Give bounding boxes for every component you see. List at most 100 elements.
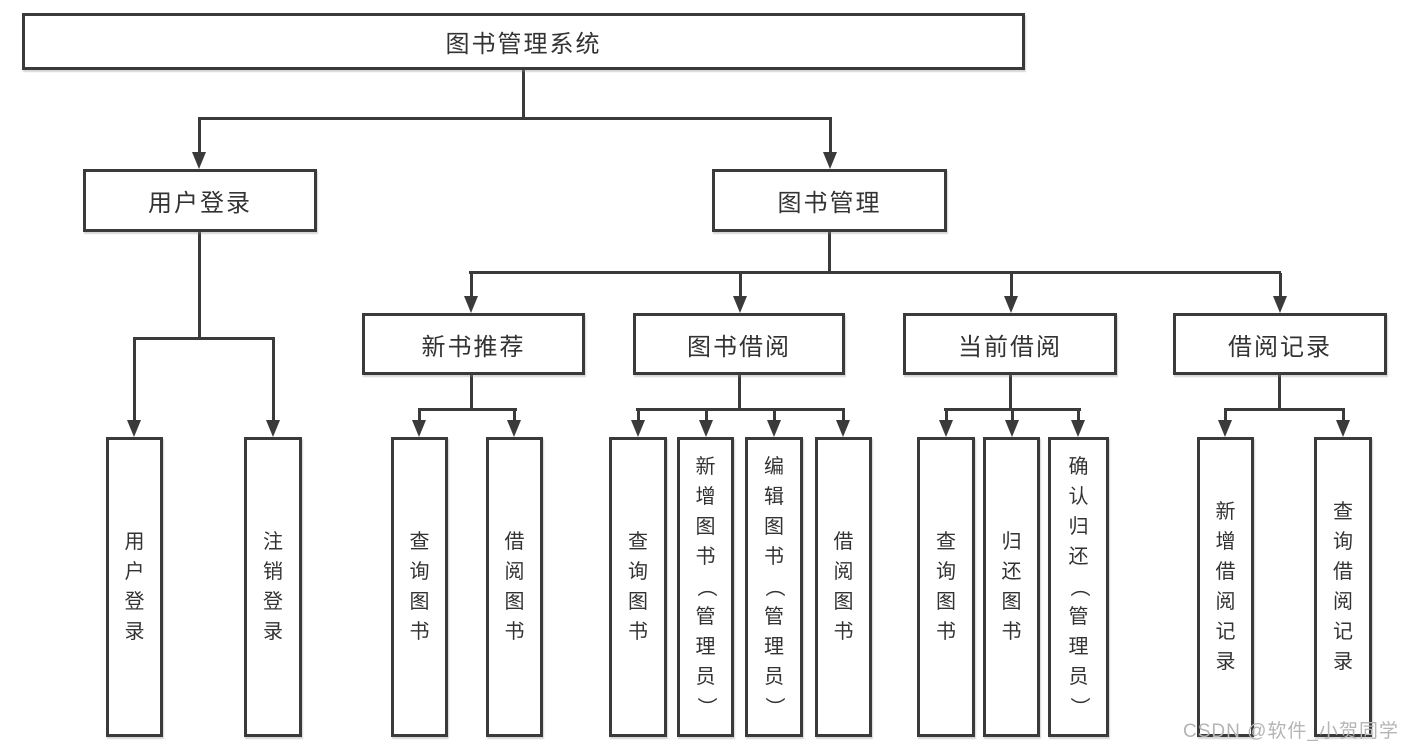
arrow-down-icon: [938, 420, 953, 437]
arrow-down-icon: [630, 420, 645, 437]
arrow-down-icon: [1272, 296, 1287, 313]
leaf-label-char: 管: [695, 606, 716, 628]
node-current-borrow: 当前借阅: [903, 313, 1117, 375]
edge-line: [1009, 273, 1013, 296]
leaf-label-char: 认: [1068, 486, 1089, 508]
leaf-edit-book-admin: 编辑图书（管理员）: [745, 437, 803, 737]
leaf-label-char: 书: [833, 621, 854, 643]
leaf-label-char: 阅: [833, 561, 854, 583]
edge-line: [1009, 375, 1012, 411]
edge-line: [1223, 410, 1227, 420]
leaf-label-char: 书: [764, 546, 784, 568]
node-book-management: 图书管理: [712, 169, 947, 232]
edge-line: [470, 375, 473, 411]
edge-line: [198, 232, 201, 340]
leaf-label: 编辑图书（管理员）: [748, 440, 800, 734]
leaf-label-char: 书: [695, 546, 716, 568]
edge-line: [841, 410, 845, 420]
edge-line: [469, 271, 1281, 274]
leaf-label-char: 增: [695, 486, 716, 508]
edge-line: [944, 408, 1081, 411]
leaf-label-char: 还: [1068, 546, 1089, 568]
leaf-label-char: 询: [628, 561, 648, 583]
edge-line: [132, 340, 136, 420]
leaf-label-char: 增: [1215, 531, 1236, 553]
edge-line: [271, 340, 275, 420]
leaf-borrow-books-borrow: 借阅图书: [815, 437, 872, 737]
leaf-label-char: 阅: [1333, 591, 1353, 613]
watermark: CSDN @软件_小贺同学: [1183, 721, 1399, 742]
arrow-down-icon: [822, 152, 837, 169]
leaf-label-char: 注: [263, 531, 283, 553]
edge-line: [828, 120, 832, 152]
arrow-down-icon: [698, 420, 713, 437]
leaf-label-char: 录: [263, 621, 283, 643]
arrow-down-icon: [1004, 420, 1019, 437]
leaf-label-char: 借: [1333, 561, 1353, 583]
node-book-borrow: 图书借阅: [633, 313, 845, 375]
leaf-label-char: 新: [1215, 501, 1236, 523]
edge-line: [522, 70, 525, 120]
leaf-add-borrow-record: 新增借阅记录: [1197, 437, 1254, 737]
leaf-label-char: ）: [763, 697, 785, 717]
leaf-label-char: ）: [694, 697, 717, 717]
leaf-user-login: 用户登录: [106, 437, 163, 737]
leaf-label-char: 图: [936, 591, 956, 613]
leaf-label-char: 登: [263, 591, 283, 613]
arrow-down-icon: [265, 420, 280, 437]
leaf-label: 查询借阅记录: [1317, 440, 1369, 734]
arrow-down-icon: [1217, 420, 1232, 437]
edge-line: [738, 375, 741, 411]
leaf-label-char: 登: [124, 591, 145, 613]
leaf-label-char: 确: [1068, 456, 1089, 478]
leaf-label: 新增图书（管理员）: [680, 440, 731, 734]
edge-line: [828, 232, 831, 274]
leaf-label: 新增借阅记录: [1200, 440, 1251, 734]
edge-line: [1341, 410, 1345, 420]
leaf-query-books-current: 查询图书: [917, 437, 975, 737]
arrow-down-icon: [191, 152, 206, 169]
edge-line: [1010, 410, 1014, 420]
edge-line: [1278, 273, 1282, 296]
leaf-label-char: 新: [695, 456, 716, 478]
arrow-down-icon: [1003, 296, 1018, 313]
arrow-down-icon: [732, 296, 747, 313]
leaf-add-book-admin: 新增图书（管理员）: [677, 437, 734, 737]
edge-line: [1278, 375, 1281, 411]
leaf-label-char: 询: [936, 561, 956, 583]
node-label: 图书借阅: [687, 333, 791, 361]
edge-line: [197, 120, 201, 152]
edge-line: [469, 273, 473, 296]
edge-line: [417, 410, 421, 420]
leaf-label-char: 用: [124, 531, 145, 553]
leaf-label-char: 书: [936, 621, 956, 643]
leaf-label: 归还图书: [986, 440, 1037, 734]
edge-line: [1224, 408, 1345, 411]
node-new-book-recommend: 新书推荐: [362, 313, 585, 375]
leaf-label-char: 归: [1068, 516, 1089, 538]
leaf-query-books-recommend: 查询图书: [391, 437, 448, 737]
arrow-down-icon: [835, 420, 850, 437]
leaf-label-char: 查: [409, 531, 430, 553]
leaf-label: 注销登录: [247, 440, 299, 734]
edge-line: [704, 410, 708, 420]
leaf-label-char: 借: [504, 531, 525, 553]
edge-line: [738, 273, 742, 296]
leaf-label-char: 查: [628, 531, 648, 553]
leaf-label-char: 记: [1333, 621, 1353, 643]
leaf-label-char: 录: [124, 621, 145, 643]
leaf-label-char: 记: [1215, 621, 1236, 643]
leaf-label-char: 辑: [764, 486, 784, 508]
leaf-label-char: 图: [1001, 591, 1022, 613]
leaf-label-char: 借: [1215, 561, 1236, 583]
leaf-label-char: 户: [124, 561, 145, 583]
edge-line: [198, 117, 832, 120]
leaf-label-char: 借: [833, 531, 854, 553]
leaf-label-char: 图: [833, 591, 854, 613]
leaf-label-char: 管: [1068, 606, 1089, 628]
node-label: 当前借阅: [958, 333, 1062, 361]
edge-line: [1076, 410, 1080, 420]
leaf-label-char: 查: [1333, 501, 1353, 523]
leaf-label-char: 理: [1068, 636, 1089, 658]
